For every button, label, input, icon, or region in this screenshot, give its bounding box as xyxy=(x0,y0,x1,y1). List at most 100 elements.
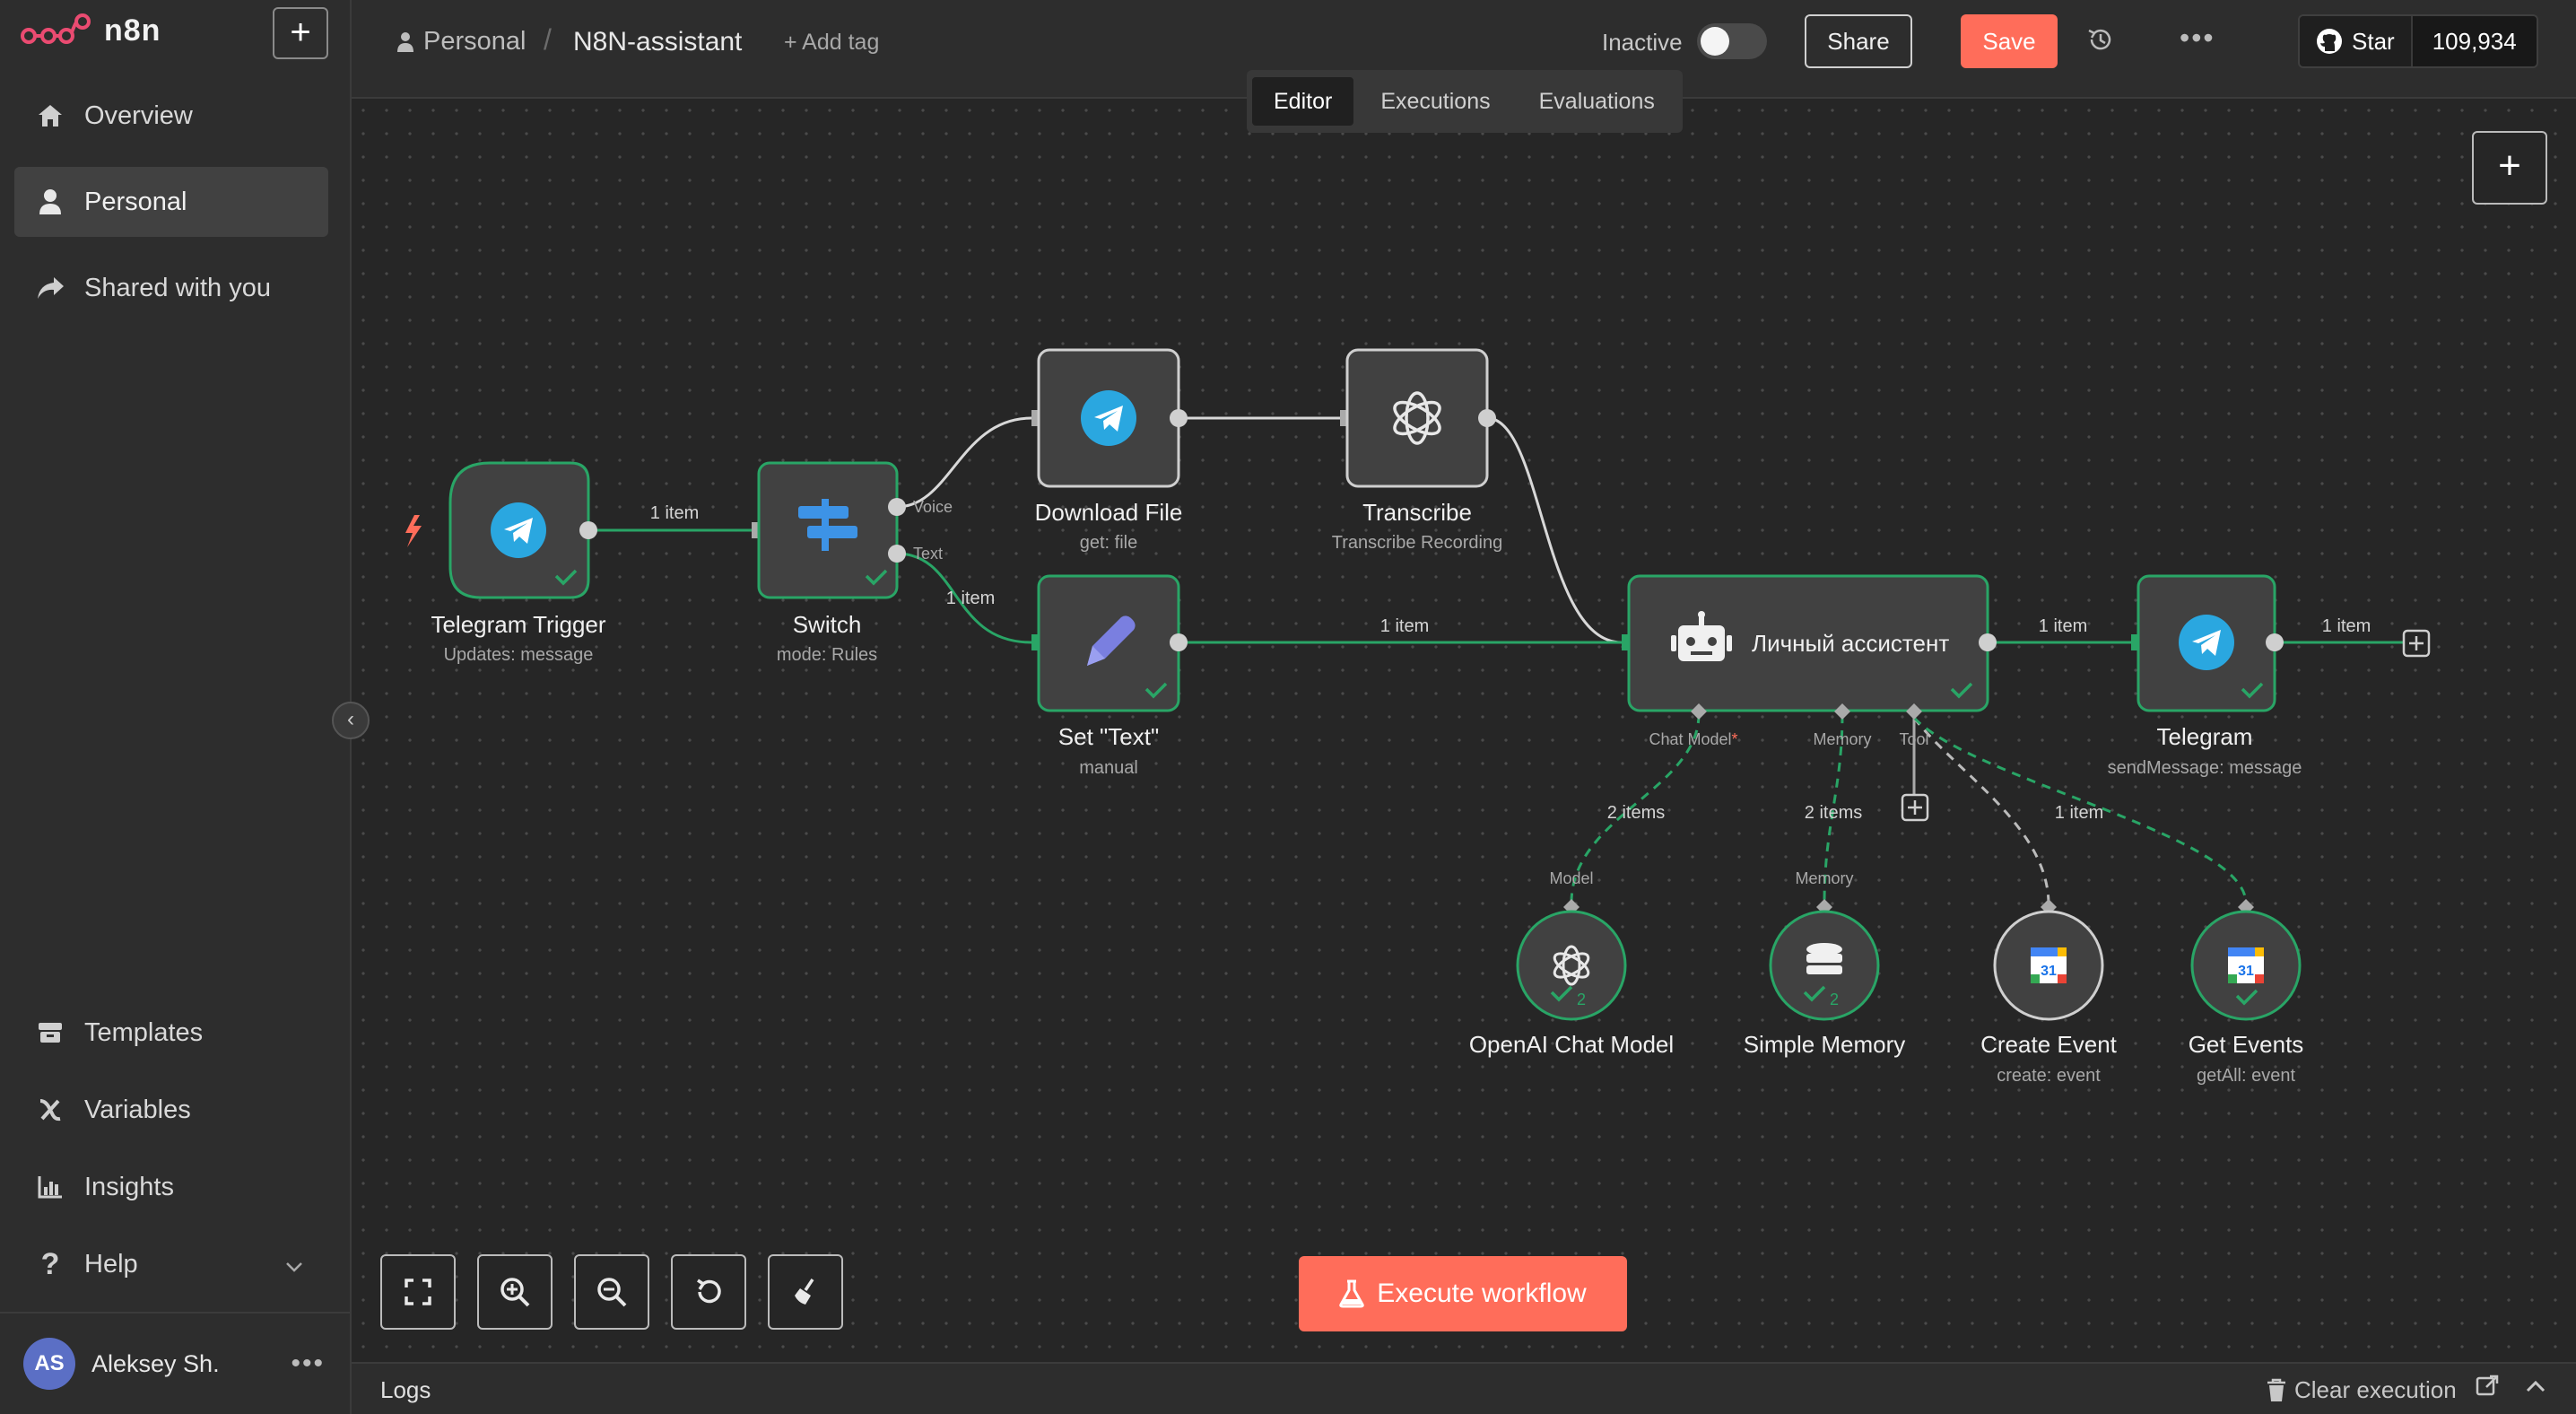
pop-out-icon[interactable] xyxy=(2476,1375,2499,1402)
port-tool[interactable] xyxy=(1906,703,1922,720)
node-set-text[interactable]: Set "Text" manual xyxy=(1037,574,1188,778)
port-label-memory-in: Memory xyxy=(1795,869,1853,887)
more-icon[interactable]: ••• xyxy=(291,1349,325,1378)
logs-actions xyxy=(2476,1375,2547,1402)
node-title: Get Events xyxy=(2189,1031,2304,1058)
node-title: Transcribe xyxy=(1362,499,1472,526)
telegram-icon xyxy=(491,502,546,558)
input-port[interactable] xyxy=(1622,634,1629,650)
node-subtitle: get: file xyxy=(1080,533,1137,553)
connection-label: 1 item xyxy=(1380,616,1429,636)
port-chat-model[interactable] xyxy=(1691,703,1707,720)
clear-execution-button[interactable]: Clear execution xyxy=(2266,1376,2457,1404)
connection-model-agent[interactable]: 2 items xyxy=(1570,713,1701,903)
connection-transcribe-agent[interactable] xyxy=(1486,416,1623,644)
connection-label: 2 items xyxy=(1607,803,1665,823)
workflow-name[interactable]: N8N-assistant xyxy=(573,27,743,57)
output-port[interactable] xyxy=(1478,409,1496,427)
sidebar: n8n + Overview Personal Shared with you … xyxy=(0,0,352,1414)
sidebar-item-shared[interactable]: Shared with you xyxy=(14,253,328,323)
node-download-file[interactable]: Download File get: file xyxy=(1035,348,1188,553)
create-button[interactable]: + xyxy=(273,7,328,59)
port-label-chat-model: Chat Model* xyxy=(1649,730,1737,748)
node-telegram-trigger[interactable]: Telegram Trigger Updates: message xyxy=(431,461,606,665)
github-star-widget[interactable]: Star 109,934 xyxy=(2298,14,2538,68)
node-telegram-send[interactable]: Telegram sendMessage: message xyxy=(2108,574,2302,778)
sidebar-item-variables[interactable]: Variables xyxy=(14,1075,328,1145)
connection-trigger-switch[interactable]: 1 item xyxy=(588,503,759,538)
history-icon[interactable] xyxy=(2086,25,2115,58)
node-ai-agent[interactable]: Личный ассистент Chat Model* Memory Tool xyxy=(1622,574,1997,748)
output-port[interactable] xyxy=(579,521,597,539)
github-star-button[interactable]: Star xyxy=(2300,16,2411,66)
connection-download-transcribe[interactable] xyxy=(1179,410,1347,426)
zoom-in-button[interactable] xyxy=(477,1254,553,1330)
box-icon xyxy=(36,1018,65,1047)
port-memory[interactable] xyxy=(1834,703,1850,720)
node-switch[interactable]: Voice Text Switch mode: Rules xyxy=(757,461,953,665)
user-menu[interactable]: AS Aleksey Sh. ••• xyxy=(0,1312,352,1414)
reset-zoom-button[interactable] xyxy=(671,1254,746,1330)
output-port[interactable] xyxy=(1170,633,1188,651)
sidebar-item-personal[interactable]: Personal xyxy=(14,167,328,237)
node-create-event[interactable]: 31 Create Event create: event xyxy=(1980,899,2118,1086)
save-button[interactable]: Save xyxy=(1961,14,2058,68)
chevron-up-icon[interactable] xyxy=(2524,1375,2547,1402)
logs-panel[interactable]: Logs Clear execution xyxy=(352,1362,2576,1414)
node-title: Switch xyxy=(793,611,862,638)
workflow-graph: 1 item 1 item 1 item 1 item xyxy=(405,348,2431,1086)
output-port[interactable] xyxy=(1170,409,1188,427)
output-port-voice[interactable] xyxy=(888,498,906,516)
share-button[interactable]: Share xyxy=(1805,14,1912,68)
connection-memory-agent[interactable]: 2 items xyxy=(1805,713,1862,903)
undo-icon xyxy=(697,1279,721,1304)
execute-workflow-button[interactable]: Execute workflow xyxy=(1299,1256,1627,1331)
flask-icon xyxy=(1339,1279,1365,1308)
collapse-sidebar-button[interactable]: ‹ xyxy=(332,702,370,739)
more-icon[interactable]: ••• xyxy=(2180,22,2215,54)
node-get-events[interactable]: 31 Get Events getAll: event xyxy=(2189,899,2304,1086)
zoom-out-button[interactable] xyxy=(574,1254,649,1330)
sidebar-item-label: Shared with you xyxy=(84,273,271,302)
connection-telegram-out[interactable]: 1 item xyxy=(2275,616,2431,658)
connection-switch-set[interactable]: 1 item xyxy=(896,552,1039,650)
top-bar: Personal / N8N-assistant + Add tag Inact… xyxy=(352,0,2576,99)
port-label-memory: Memory xyxy=(1813,730,1871,748)
tab-evaluations[interactable]: Evaluations xyxy=(1538,88,1655,114)
n8n-logo[interactable]: n8n xyxy=(20,13,161,48)
connection-agent-telegram[interactable]: 1 item xyxy=(1988,616,2138,650)
add-node-button[interactable]: + xyxy=(2472,131,2547,205)
node-subtitle: Transcribe Recording xyxy=(1332,533,1502,553)
output-port-text[interactable] xyxy=(888,545,906,563)
node-simple-memory[interactable]: Memory 2 Simple Memory xyxy=(1744,869,1906,1058)
tab-executions[interactable]: Executions xyxy=(1380,88,1491,114)
node-transcribe[interactable]: Transcribe Transcribe Recording xyxy=(1332,348,1502,553)
success-check-icon xyxy=(1803,985,1826,1002)
sidebar-item-templates[interactable]: Templates xyxy=(14,998,328,1068)
sidebar-item-label: Help xyxy=(84,1249,138,1279)
output-port[interactable] xyxy=(2266,633,2284,651)
sidebar-item-help[interactable]: ? Help xyxy=(14,1229,328,1299)
success-check-icon xyxy=(2241,682,2264,699)
connection-set-agent[interactable]: 1 item xyxy=(1179,616,1629,650)
sidebar-item-overview[interactable]: Overview xyxy=(14,81,328,151)
connection-switch-download[interactable] xyxy=(896,410,1039,509)
fit-view-icon xyxy=(405,1279,431,1305)
openai-icon xyxy=(1553,945,1590,986)
connection-tool-agent[interactable]: 1 item xyxy=(1901,716,2248,903)
node-openai-chat-model[interactable]: Model 2 OpenAI Chat Model xyxy=(1469,869,1674,1058)
tidy-up-button[interactable] xyxy=(768,1254,843,1330)
breadcrumb[interactable]: Personal xyxy=(396,27,526,57)
success-check-icon xyxy=(865,569,888,586)
status-label: Inactive xyxy=(1602,29,1683,56)
sidebar-item-insights[interactable]: Insights xyxy=(14,1152,328,1222)
fit-view-button[interactable] xyxy=(380,1254,456,1330)
port-label-model: Model xyxy=(1549,869,1593,887)
workflow-canvas[interactable]: 1 item 1 item 1 item 1 item xyxy=(352,99,2576,1362)
clear-execution-label: Clear execution xyxy=(2294,1376,2457,1403)
active-toggle[interactable] xyxy=(1697,23,1767,59)
output-port[interactable] xyxy=(1979,633,1997,651)
tab-editor[interactable]: Editor xyxy=(1252,77,1354,126)
app-name: n8n xyxy=(104,13,161,48)
add-tag-button[interactable]: + Add tag xyxy=(784,30,880,55)
